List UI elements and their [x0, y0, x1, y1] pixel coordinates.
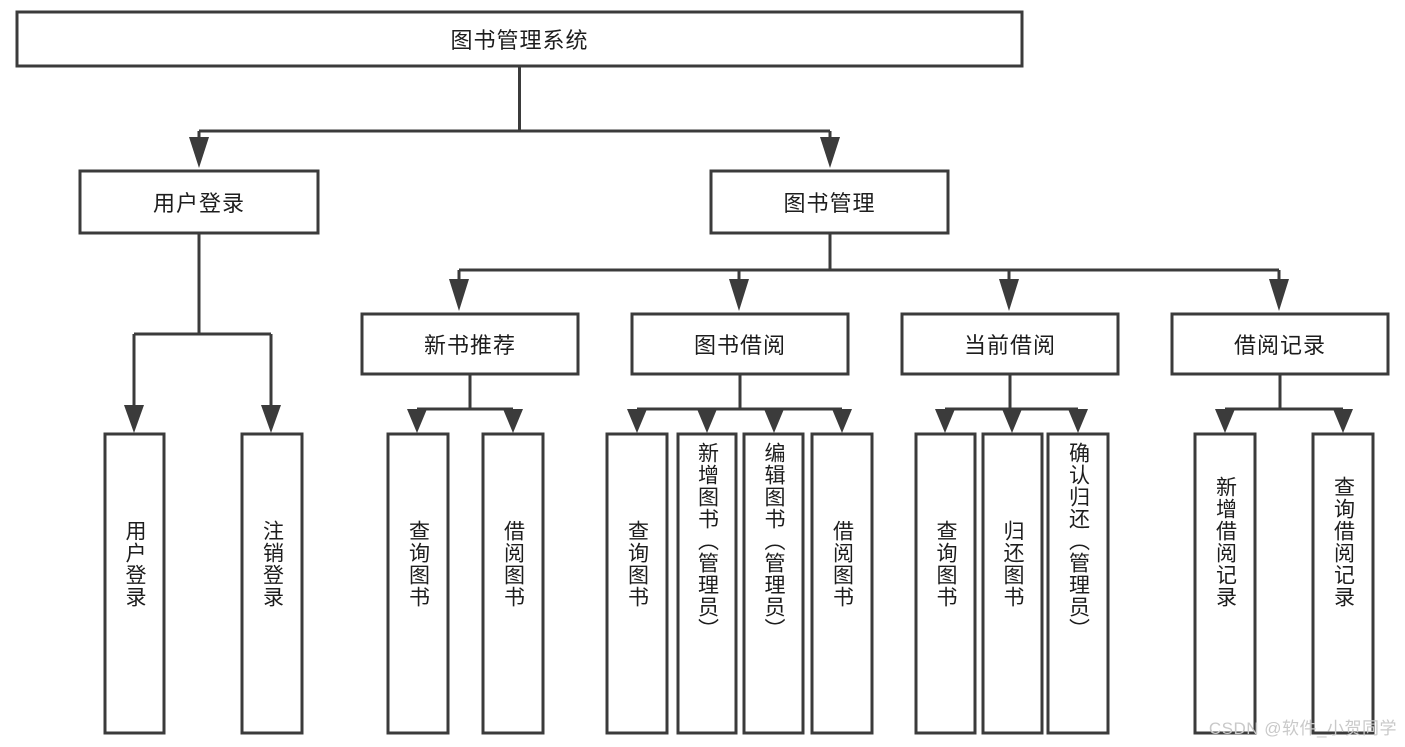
connector-group-borrow-record	[1215, 374, 1353, 433]
arrow-head-current-borrow	[999, 279, 1019, 311]
connector-group-book-management	[449, 233, 1289, 311]
node-box-book-management[interactable]	[709, 169, 950, 235]
arrow-head-leaf-confirm-return	[1068, 409, 1088, 433]
node-box-leaf-confirm-return[interactable]	[1046, 432, 1110, 735]
arrow-head-leaf-borrow-book-new	[503, 409, 523, 433]
node-box-leaf-query-borrow-record[interactable]	[1311, 432, 1375, 735]
arrow-head-book-management	[820, 137, 840, 168]
arrow-head-new-book-recommend	[449, 279, 469, 311]
node-box-leaf-query-book-current[interactable]	[914, 432, 977, 735]
node-box-new-book-recommend[interactable]	[360, 312, 580, 376]
connector-group-current-borrow	[935, 374, 1088, 433]
arrow-head-leaf-borrow-book	[832, 409, 852, 433]
connector-group-root	[189, 66, 840, 168]
node-box-root[interactable]	[15, 10, 1024, 68]
arrow-head-leaf-add-borrow-record	[1215, 409, 1235, 433]
node-box-book-borrow[interactable]	[630, 312, 850, 376]
connector-group-new-book-recommend	[407, 374, 523, 433]
node-box-leaf-query-book-new[interactable]	[386, 432, 450, 735]
node-box-leaf-user-login[interactable]	[103, 432, 166, 735]
arrow-head-leaf-edit-book	[764, 409, 784, 433]
node-box-current-borrow[interactable]	[900, 312, 1120, 376]
connector-group-book-borrow	[627, 374, 852, 433]
arrow-head-leaf-query-borrow-record	[1333, 409, 1353, 433]
node-box-leaf-borrow-book[interactable]	[810, 432, 874, 735]
node-box-leaf-edit-book[interactable]	[742, 432, 805, 735]
arrow-head-leaf-add-book	[697, 409, 717, 433]
node-box-leaf-borrow-book-new[interactable]	[481, 432, 545, 735]
node-box-leaf-user-logout[interactable]	[240, 432, 304, 735]
arrow-head-leaf-return-book	[1002, 409, 1022, 433]
arrow-head-leaf-query-book-new	[407, 409, 427, 433]
arrow-head-borrow-record	[1269, 279, 1289, 311]
node-box-leaf-add-book[interactable]	[676, 432, 738, 735]
node-box-user-login[interactable]	[78, 169, 320, 235]
node-box-leaf-add-borrow-record[interactable]	[1193, 432, 1257, 735]
arrow-head-leaf-query-book-borrow	[627, 409, 647, 433]
arrow-head-user-login	[189, 137, 209, 168]
node-box-borrow-record[interactable]	[1170, 312, 1390, 376]
arrow-head-leaf-user-logout	[261, 405, 281, 433]
arrow-head-leaf-user-login	[124, 405, 144, 433]
arrow-head-leaf-query-book-current	[935, 409, 955, 433]
arrow-head-book-borrow	[729, 279, 749, 311]
node-box-leaf-query-book-borrow[interactable]	[605, 432, 669, 735]
connector-group-user-login	[124, 233, 281, 433]
node-box-leaf-return-book[interactable]	[981, 432, 1044, 735]
